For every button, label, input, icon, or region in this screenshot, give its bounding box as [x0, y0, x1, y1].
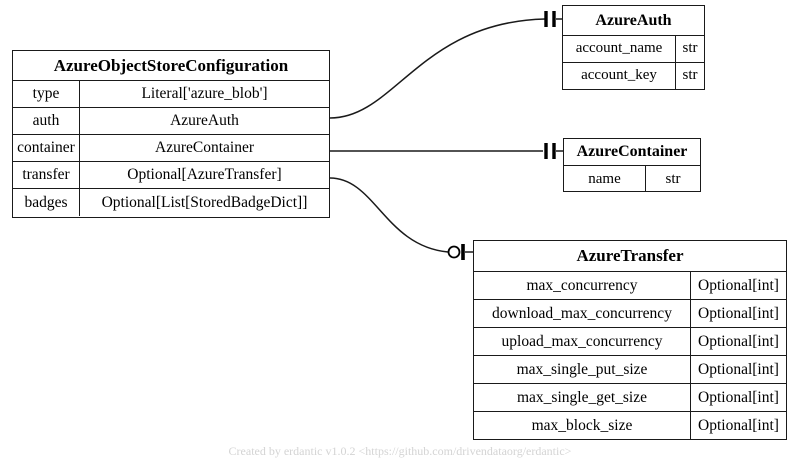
field-type: Literal['azure_blob'] [141, 85, 268, 102]
field-row-max-block-size[interactable]: max_block_size Optional[int] [474, 412, 786, 440]
field-name: account_name [563, 36, 676, 62]
field-type: Optional[int] [698, 360, 779, 378]
field-name: container [13, 135, 80, 161]
field-type: Optional[int] [698, 332, 779, 350]
field-name: download_max_concurrency [474, 300, 691, 327]
relationship-container [330, 143, 563, 159]
relationship-auth [329, 11, 562, 119]
entity-azure-container[interactable]: AzureContainer name str [563, 138, 701, 192]
field-row-name[interactable]: name str [564, 166, 700, 192]
field-type: str [682, 40, 698, 57]
field-name: max_block_size [474, 412, 691, 440]
field-row-account-name[interactable]: account_name str [563, 36, 704, 63]
entity-title: AzureTransfer [474, 241, 786, 272]
field-type: Optional[int] [698, 417, 779, 434]
field-name: max_single_put_size [474, 356, 691, 383]
relationship-transfer [329, 177, 473, 260]
field-name: badges [13, 189, 80, 216]
entity-azure-transfer[interactable]: AzureTransfer max_concurrency Optional[i… [473, 240, 787, 440]
field-row-download-max-concurrency[interactable]: download_max_concurrency Optional[int] [474, 300, 786, 328]
crowsfoot-optional-circle [447, 245, 461, 259]
field-type: AzureAuth [170, 112, 239, 129]
field-row-container[interactable]: container AzureContainer [13, 135, 329, 162]
field-type: Optional[AzureTransfer] [127, 166, 282, 183]
field-name: account_key [563, 62, 676, 89]
field-row-transfer[interactable]: transfer Optional[AzureTransfer] [13, 162, 329, 189]
field-name: transfer [13, 162, 80, 188]
field-type: AzureContainer [155, 139, 254, 156]
field-name: upload_max_concurrency [474, 328, 691, 355]
field-name: max_concurrency [474, 272, 691, 299]
field-row-max-concurrency[interactable]: max_concurrency Optional[int] [474, 272, 786, 300]
field-row-account-key[interactable]: account_key str [563, 62, 704, 89]
field-type: Optional[List[StoredBadgeDict]] [101, 193, 308, 211]
footer-attribution: Created by erdantic v1.0.2 <https://gith… [228, 444, 572, 458]
field-type: str [682, 67, 698, 84]
field-row-upload-max-concurrency[interactable]: upload_max_concurrency Optional[int] [474, 328, 786, 356]
entity-azure-auth[interactable]: AzureAuth account_name str account_key s… [562, 5, 705, 90]
field-row-auth[interactable]: auth AzureAuth [13, 108, 329, 135]
field-type: str [665, 170, 681, 187]
field-row-max-single-put-size[interactable]: max_single_put_size Optional[int] [474, 356, 786, 384]
entity-title: AzureAuth [563, 6, 704, 36]
field-row-type[interactable]: type Literal['azure_blob'] [13, 81, 329, 108]
field-name: max_single_get_size [474, 384, 691, 411]
field-type: Optional[int] [698, 276, 779, 294]
entity-azure-object-store-configuration[interactable]: AzureObjectStoreConfiguration type Liter… [12, 50, 330, 218]
field-type: Optional[int] [698, 388, 779, 406]
field-name: type [13, 81, 80, 107]
entity-title: AzureContainer [564, 139, 700, 166]
entity-title: AzureObjectStoreConfiguration [13, 51, 329, 81]
field-row-max-single-get-size[interactable]: max_single_get_size Optional[int] [474, 384, 786, 412]
field-type: Optional[int] [698, 304, 779, 322]
field-name: name [564, 166, 646, 192]
field-row-badges[interactable]: badges Optional[List[StoredBadgeDict]] [13, 189, 329, 216]
field-name: auth [13, 108, 80, 134]
